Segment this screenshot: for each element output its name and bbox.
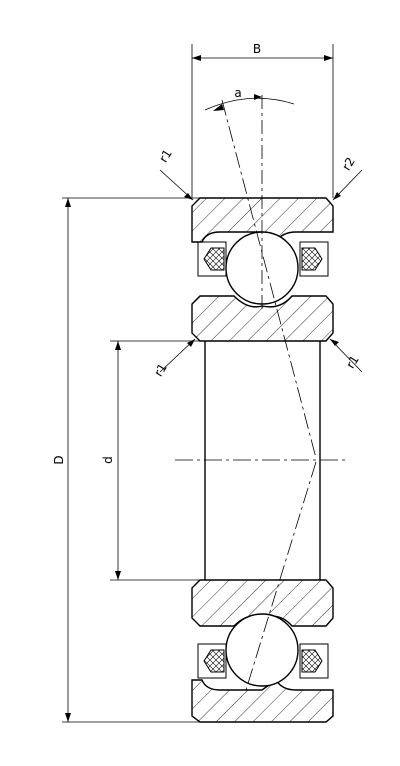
chamfer-inner-left-label: r1 [151,361,170,379]
seal-top-left [197,241,227,277]
chamfer-callout-inner-right: r1 [329,338,363,373]
dimension-outer-diameter: D [52,197,200,723]
contact-angle-label: a [234,86,241,100]
seal-bottom-left [197,643,227,679]
ball-top [225,231,299,305]
width-label: B [253,42,261,56]
seal-top-right [299,241,329,277]
seal-bottom-right [299,643,329,679]
outer-diameter-label: D [52,455,66,464]
contact-line-upper [221,99,317,459]
dimension-bore-diameter: d [101,340,205,581]
chamfer-callout-top-left: r1 [156,147,194,201]
upper-section [191,197,334,342]
chamfer-top-right-label: r2 [339,155,358,173]
chamfer-top-left-label: r1 [156,147,175,165]
ball-bottom [225,613,299,687]
contact-line-lower [245,461,317,691]
seal-bottom-left-core [203,649,225,673]
chamfer-callout-top-right: r2 [332,155,363,201]
dimension-width: B [191,42,334,198]
inner-ring-top [191,295,334,342]
lower-section [191,579,334,723]
seal-top-right-core [301,247,323,271]
chamfer-callout-inner-left: r1 [151,338,196,379]
chamfer-inner-right-label: r1 [343,353,362,371]
dimension-contact-angle: a [204,86,295,111]
seal-bottom-right-core [301,649,323,673]
bore-diameter-label: d [101,456,115,464]
seal-top-left-core [203,247,225,271]
